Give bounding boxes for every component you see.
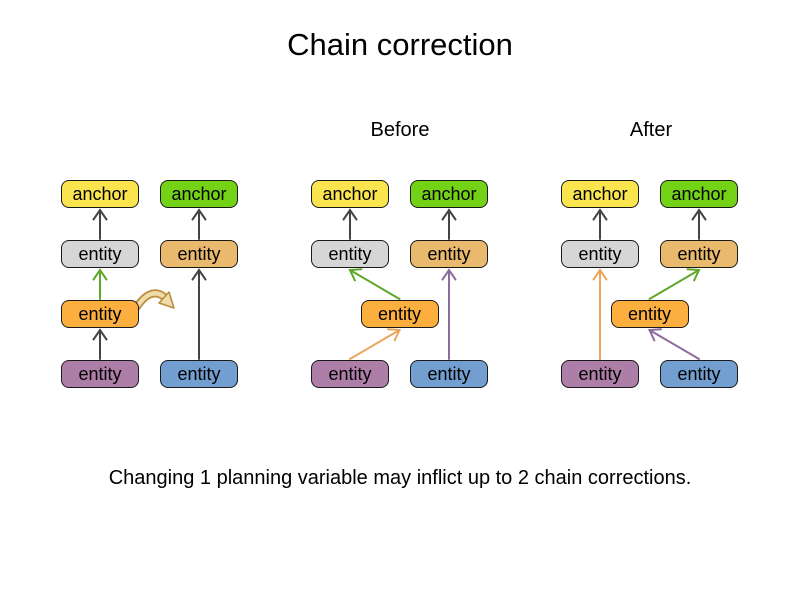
- gray-entity-node: entity: [61, 240, 139, 268]
- chain-arrow-g3-entity-orange-to-g3-entity-tan: [648, 268, 701, 300]
- purple-entity-node: entity: [61, 360, 139, 388]
- green-anchor-node: anchor: [660, 180, 738, 208]
- orange-entity-node: entity: [360, 300, 439, 328]
- yellow-anchor-node: anchor: [61, 180, 139, 208]
- chain-arrow-g1-entity-orange-to-g1-entity-gray: [92, 268, 108, 300]
- green-anchor-node: anchor: [410, 180, 488, 208]
- move-curved-arrow: [132, 289, 175, 312]
- after-label: After: [629, 119, 673, 141]
- gray-entity-node: entity: [311, 240, 389, 268]
- yellow-anchor-node: anchor: [311, 180, 389, 208]
- orange-entity-node: entity: [610, 300, 689, 328]
- tan-entity-node: entity: [660, 240, 738, 268]
- yellow-anchor-node: anchor: [561, 180, 639, 208]
- chain-arrow-g1-entity-purple-to-g1-entity-orange: [92, 328, 108, 360]
- green-anchor-node: anchor: [160, 180, 238, 208]
- chain-arrow-g2-entity-orange-to-g2-entity-gray: [348, 268, 401, 300]
- gray-entity-node: entity: [561, 240, 639, 268]
- blue-entity-node: entity: [410, 360, 488, 388]
- chain-arrow-g3-entity-purple-to-g3-entity-gray: [592, 268, 608, 360]
- blue-entity-node: entity: [660, 360, 738, 388]
- chain-arrow-g1-entity-gray-to-g1-anchor-a: [92, 208, 108, 240]
- chain-arrow-g2-entity-gray-to-g2-anchor-a: [342, 208, 358, 240]
- chain-arrow-g3-entity-gray-to-g3-anchor-a: [592, 208, 608, 240]
- chain-arrow-g1-entity-tan-to-g1-anchor-b: [191, 208, 207, 240]
- caption-text: Changing 1 planning variable may inflict…: [108, 467, 692, 489]
- chain-arrow-g2-entity-tan-to-g2-anchor-b: [441, 208, 457, 240]
- orange-entity-node: entity: [61, 300, 139, 328]
- chain-arrow-g3-entity-tan-to-g3-anchor-b: [691, 208, 707, 240]
- purple-entity-node: entity: [561, 360, 639, 388]
- tan-entity-node: entity: [160, 240, 238, 268]
- page-title: Chain correction: [287, 27, 513, 62]
- before-label: Before: [370, 119, 430, 141]
- chain-arrow-g2-entity-purple-to-g2-entity-orange: [349, 328, 402, 360]
- purple-entity-node: entity: [311, 360, 389, 388]
- chain-arrow-g1-entity-blue-to-g1-entity-tan: [191, 268, 207, 360]
- blue-entity-node: entity: [160, 360, 238, 388]
- chain-arrow-g3-entity-blue-to-g3-entity-orange: [647, 328, 700, 360]
- tan-entity-node: entity: [410, 240, 488, 268]
- chain-arrow-g2-entity-blue-to-g2-entity-tan: [441, 268, 457, 360]
